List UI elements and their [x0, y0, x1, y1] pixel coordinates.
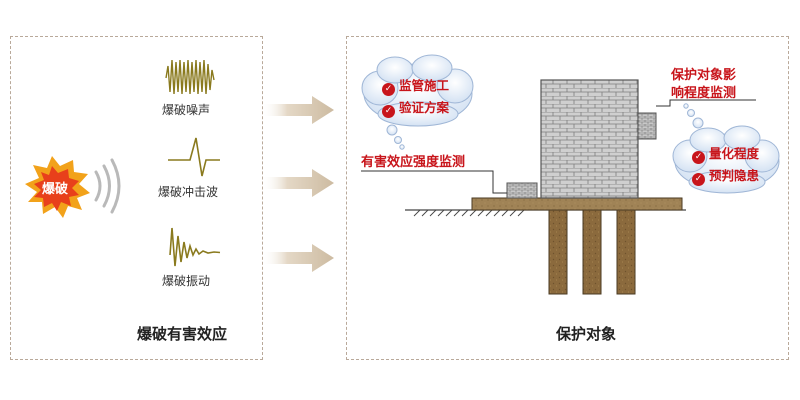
check-icon: ✓ — [692, 173, 705, 186]
blast-center-label: 爆破 — [42, 182, 69, 197]
cloud2-item-2: ✓ 预判隐患 — [692, 165, 759, 186]
cloud1-item-1-text: 监管施工 — [399, 78, 450, 93]
cloud1-item-1: ✓ 监管施工 — [382, 75, 449, 96]
check-icon: ✓ — [382, 83, 395, 96]
ground-sensor-icon — [506, 182, 538, 199]
arrow-shockwave — [262, 169, 334, 197]
cloud1-item-2-text: 验证方案 — [399, 100, 450, 115]
right-panel-title: 保护对象 — [556, 325, 617, 343]
strength-leader-line — [472, 170, 507, 194]
impact-monitoring-label-line1: 保护对象影 — [671, 68, 737, 83]
effect-label-vibration: 爆破振动 — [162, 274, 211, 288]
cloud1-item-2: ✓ 验证方案 — [382, 97, 449, 118]
strength-monitoring-label: 有害效应强度监测 — [361, 155, 466, 170]
flow-arrows — [262, 96, 334, 272]
building-icon — [540, 79, 639, 199]
cloud2-item-2-text: 预判隐患 — [709, 168, 760, 183]
noise-waveform-icon — [165, 59, 215, 95]
foundation-piles — [548, 209, 636, 295]
check-icon: ✓ — [692, 151, 705, 164]
vibration-decay-icon — [169, 227, 221, 267]
effect-label-shockwave: 爆破冲击波 — [158, 185, 219, 199]
impact-leader-line — [656, 99, 756, 107]
arrow-vibration — [262, 244, 334, 272]
shockwave-pulse-icon — [168, 137, 220, 177]
cloud2-item-1-text: 量化程度 — [709, 146, 760, 161]
check-icon: ✓ — [382, 105, 395, 118]
cloud2-item-1: ✓ 量化程度 — [692, 143, 759, 164]
effect-label-noise: 爆破噪声 — [162, 103, 211, 117]
building-sensor-icon — [637, 112, 657, 140]
explosion-icon — [25, 156, 90, 218]
foundation-slab — [471, 197, 683, 211]
impact-monitoring-label-line2: 响程度监测 — [671, 86, 737, 101]
blast-effects-panel — [10, 36, 263, 360]
sound-wave-icon — [94, 158, 121, 214]
protected-object-panel — [346, 36, 789, 360]
arrow-noise — [262, 96, 334, 124]
left-panel-title: 爆破有害效应 — [137, 325, 228, 343]
ground-line — [405, 209, 686, 217]
